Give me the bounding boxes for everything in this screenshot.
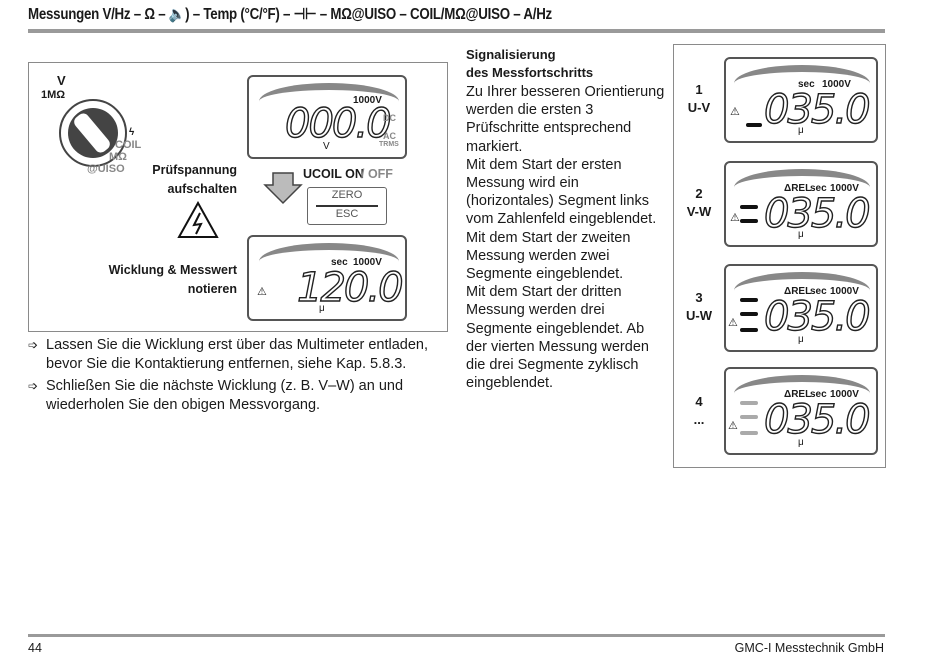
rotary-v-label: V <box>57 73 66 88</box>
high-voltage-warning-icon <box>177 201 219 238</box>
label-pruefspannung: Prüfspannung aufschalten <box>152 163 237 196</box>
rotary-uiso-label: @UISO <box>87 163 125 175</box>
lcd1-value: 000.0 <box>284 100 392 147</box>
section-title-signalisierung: Signalisierung des Messfortschritts <box>466 47 594 80</box>
arrow-right-icon: ➩ <box>28 338 39 352</box>
zero-esc-button[interactable]: ZERO ESC <box>307 187 387 225</box>
rotary-mohm-label: MΩ <box>109 151 127 163</box>
progress-segment <box>740 205 758 209</box>
progress-segment <box>740 298 758 302</box>
step-lcd: ΔREL sec 1000V 035.0 ⚠ μ <box>724 367 878 455</box>
progress-segment <box>740 401 758 405</box>
step-lcd: sec 1000V 035.0 ⚠ μ <box>724 57 878 143</box>
header-rule <box>28 29 885 33</box>
footer-rule <box>28 634 885 637</box>
progress-segment <box>746 123 762 127</box>
step-number: 2 <box>695 186 703 201</box>
warning-icon: ⚠ <box>728 317 738 329</box>
page-header-title: Messungen V/Hz – Ω – 🔈) – Temp (°C/°F) –… <box>28 6 552 23</box>
step-label: V-W <box>686 204 712 219</box>
warning-icon: ⚠ <box>730 106 740 118</box>
progress-segment <box>740 312 758 316</box>
progress-segment <box>740 328 758 332</box>
ucoil-on-label: UCOIL ON <box>303 167 364 181</box>
progress-steps-panel: 1 U-V sec 1000V 035.0 ⚠ μ 2 V-W ΔREL sec… <box>673 44 886 468</box>
step-number: 3 <box>695 290 703 305</box>
warning-icon: ⚠ <box>728 420 738 432</box>
arrow-right-icon: ➩ <box>28 379 39 393</box>
bolt-small-icon: ϟ <box>129 127 135 138</box>
lcd-display-result: sec 1000V 120.0 ⚠ μ <box>247 235 407 321</box>
progress-segment <box>740 431 758 435</box>
progress-segment <box>740 415 758 419</box>
rotary-coil-label: COIL <box>115 139 142 151</box>
section-body-signalisierung: Zu Ihrer besseren Orientierung werden di… <box>466 84 665 392</box>
company-name: GMC-I Messtechnik GmbH <box>734 641 884 655</box>
lcd2-value: 120.0 <box>296 264 404 311</box>
rotary-switch[interactable] <box>59 99 127 167</box>
bullet-item: ➩ Schließen Sie die nächste Wicklung (z.… <box>28 378 404 413</box>
procedure-figure: V 1MΩ ϟ COIL MΩ @UISO 1000V 000.0 DC AC … <box>28 62 448 332</box>
bullet-item: ➩ Lassen Sie die Wicklung erst über das … <box>28 337 429 372</box>
progress-segment <box>740 219 758 223</box>
step-number: 1 <box>695 82 703 97</box>
step-label: ... <box>693 412 705 427</box>
rotary-1mohm-label: 1MΩ <box>41 89 66 101</box>
off-label: / OFF <box>361 167 393 181</box>
step-number: 4 <box>695 394 703 409</box>
lcd-display-voltage: 1000V 000.0 DC AC TRMS V <box>247 75 407 159</box>
step-lcd: ΔREL sec 1000V 035.0 ⚠ μ <box>724 264 878 352</box>
down-arrow-icon <box>263 172 303 205</box>
page-number: 44 <box>28 641 42 655</box>
warning-icon: ⚠ <box>730 212 740 224</box>
step-label: U-V <box>687 100 711 115</box>
label-wicklung: Wicklung & Messwert notieren <box>108 263 237 296</box>
lcd2-warning-icon: ⚠ <box>257 286 267 298</box>
step-lcd: ΔREL sec 1000V 035.0 ⚠ μ <box>724 161 878 247</box>
step-label: U-W <box>686 308 712 323</box>
